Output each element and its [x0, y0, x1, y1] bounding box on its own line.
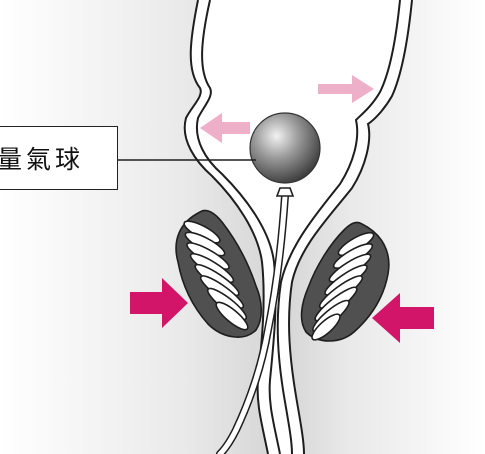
left-tissue — [0, 0, 268, 454]
arrow-up-right — [318, 75, 374, 103]
arrow-up-left — [200, 113, 250, 143]
right-tissue — [289, 0, 485, 454]
balloon-callout-label: 量氣球 — [0, 126, 118, 190]
balloon — [250, 113, 320, 183]
